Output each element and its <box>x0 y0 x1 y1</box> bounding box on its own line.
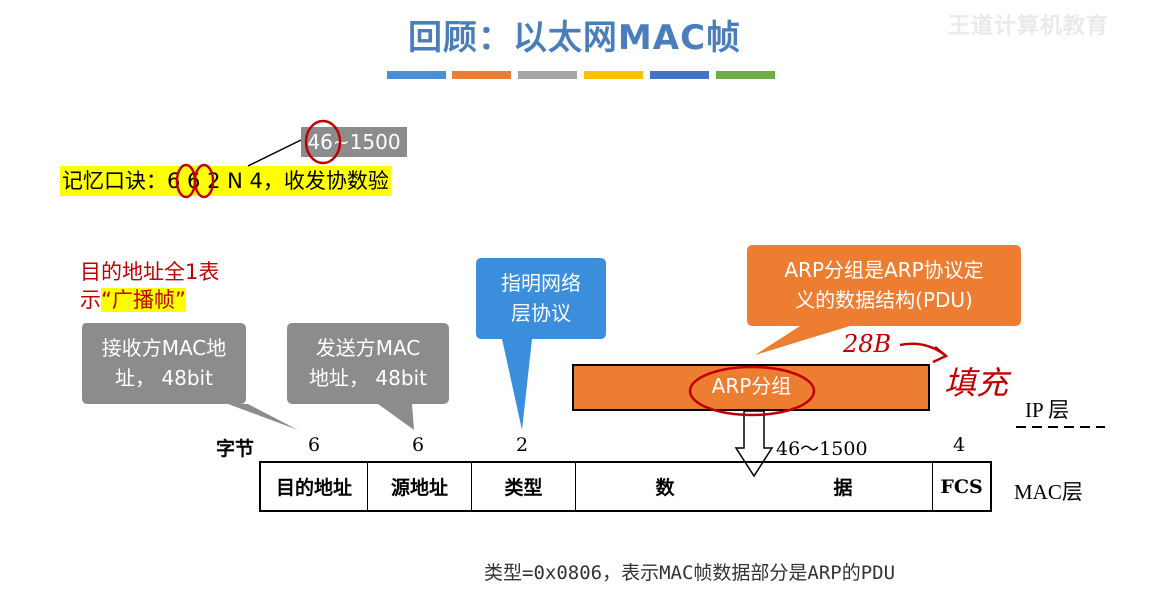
mac-layer-label: MAC层 <box>1014 480 1083 504</box>
callout-type-text: 指明网络 层协议 <box>501 271 581 325</box>
arp-packet-label: ARP分组 <box>711 374 792 398</box>
callout-arp-definition <box>747 245 1021 355</box>
decorative-bar-5 <box>650 71 709 79</box>
decorative-bar-2 <box>452 71 511 79</box>
connector-line <box>247 139 302 167</box>
broadcast-note-highlight: “广播帧” <box>101 288 186 312</box>
handwritten-padding: 填充 <box>944 364 1009 402</box>
data-length-box: 46~1500 <box>301 127 407 157</box>
callout-src-mac <box>287 323 449 430</box>
field-data-char2: 据 <box>833 477 853 499</box>
byte-label: 字节 <box>216 438 255 460</box>
arp-packet-bar <box>572 364 930 411</box>
decorative-bar-4 <box>584 71 643 79</box>
mac-frame: 目的地址 源地址 类型 数 据 FCS <box>259 461 992 512</box>
type-note: 类型=0x0806，表示MAC帧数据部分是ARP的PDU <box>484 562 896 584</box>
annotation-circle-6b <box>193 163 215 199</box>
annotation-circle-6a <box>175 163 197 199</box>
watermark-logo: 王道计算机教育 <box>947 14 1109 39</box>
ip-layer-label: IP 层 <box>1025 398 1070 422</box>
decorative-bar-6 <box>716 71 775 79</box>
field-dest-address: 目的地址 <box>261 463 368 510</box>
decorative-bar-1 <box>387 71 446 79</box>
byte-count-data: 46～1500 <box>776 438 868 460</box>
callout-arp-text: ARP分组是ARP协议定 义的数据结构(PDU) <box>784 258 984 312</box>
field-type: 类型 <box>472 463 576 510</box>
mnemonic-text: 记忆口诀：6 6 2 N 4，收发协数验 <box>60 166 391 196</box>
broadcast-note-prefix: 示 <box>80 288 101 312</box>
field-fcs: FCS <box>940 475 983 498</box>
byte-count-fcs: 4 <box>953 434 966 456</box>
handwritten-28b: 28B <box>843 330 892 358</box>
field-data: 数 据 <box>576 463 933 510</box>
callout-src-text: 发送方MAC 地址， 48bit <box>309 336 427 390</box>
annotation-circle-arp <box>688 365 816 417</box>
annotation-circle-46 <box>304 119 342 165</box>
callout-type <box>476 258 606 430</box>
page-title: 回顾：以太网MAC帧 <box>407 18 742 58</box>
callout-dest-text: 接收方MAC地 址， 48bit <box>101 336 227 390</box>
decorative-bar-3 <box>518 71 577 79</box>
byte-count-dest: 6 <box>308 434 321 456</box>
byte-count-src: 6 <box>412 434 425 456</box>
broadcast-note: 目的地址全1表 示“广播帧” <box>80 258 219 314</box>
callout-dest-mac <box>82 323 298 430</box>
field-data-char1: 数 <box>655 477 675 499</box>
annotation-arrowhead <box>932 346 949 364</box>
field-src-address: 源地址 <box>368 463 472 510</box>
byte-count-type: 2 <box>516 434 529 456</box>
broadcast-note-line1: 目的地址全1表 <box>80 260 220 284</box>
